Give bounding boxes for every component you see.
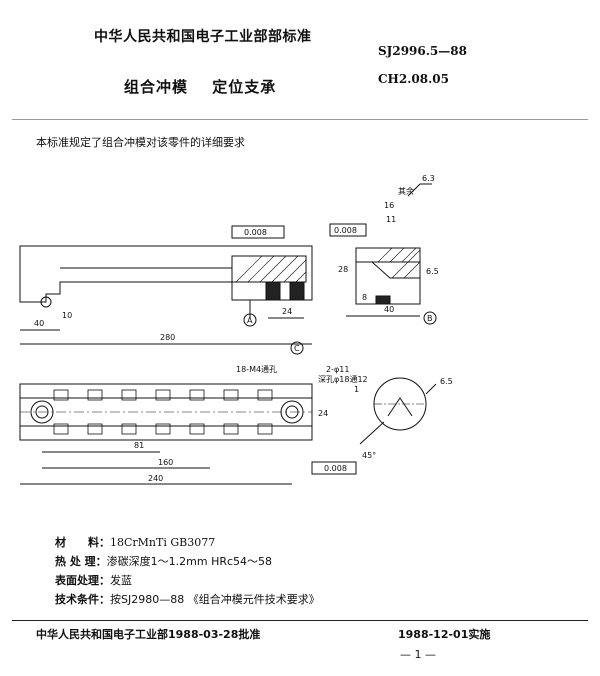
spec-value: 渗碳深度1～1.2mm HRc54～58 xyxy=(106,555,273,568)
spec-row-technical-conditions: 技术条件：按SJ2980—88 《组合冲模元件技术要求》 xyxy=(55,590,320,609)
dim-detail-6-5: 6.5 xyxy=(440,377,453,386)
spec-list: 材 料：18CrMnTi GB3077 热 处 理：渗碳深度1～1.2mm HR… xyxy=(55,533,320,609)
page-title: 组合冲模 定位支承 xyxy=(124,76,276,97)
dim-11: 11 xyxy=(386,215,396,224)
dim-side-40: 40 xyxy=(384,305,394,314)
flatness-tolerance-top: 0.008 xyxy=(324,464,347,473)
flatness-tolerance-side: 0.008 xyxy=(334,226,357,235)
dim-24: 24 xyxy=(282,307,292,316)
spec-label: 表面处理： xyxy=(55,574,110,587)
datum-a: A xyxy=(247,316,253,325)
note-counterbore: 深孔φ18通12 xyxy=(318,374,368,384)
dim-280: 280 xyxy=(160,333,175,342)
spec-label: 材 料： xyxy=(55,536,110,549)
note-m4-holes: 18-M4通孔 xyxy=(236,364,277,374)
standard-code-secondary: CH2.08.05 xyxy=(378,72,449,86)
title-part-1: 组合冲模 xyxy=(124,78,189,96)
front-view xyxy=(19,245,313,308)
dim-16: 16 xyxy=(384,201,394,210)
spec-value: 发蓝 xyxy=(110,574,132,587)
detail-view xyxy=(359,377,437,445)
spec-value: 按SJ2980—88 《组合冲模元件技术要求》 xyxy=(110,593,320,606)
dim-240: 240 xyxy=(148,474,163,483)
spec-row-material: 材 料：18CrMnTi GB3077 xyxy=(55,533,320,552)
dim-side-8: 8 xyxy=(362,293,367,302)
dim-40: 40 xyxy=(34,319,44,328)
detail-callout: 1 xyxy=(354,385,359,394)
standard-code: SJ2996.5—88 xyxy=(378,44,467,58)
dim-28: 28 xyxy=(338,265,348,274)
dim-81: 81 xyxy=(134,441,144,450)
dim-160: 160 xyxy=(158,458,173,467)
roughness-value: 6.3 xyxy=(422,174,435,183)
spec-label: 技术条件： xyxy=(55,593,110,606)
intro-text: 本标准规定了组合冲模对该零件的详细要求 xyxy=(36,136,245,149)
technical-drawing: 其余 6.3 0.008 0.008 0.008 A B C 280 40 10… xyxy=(19,174,453,485)
dim-10: 10 xyxy=(62,311,72,320)
header-divider xyxy=(12,119,588,120)
spec-row-heat-treatment: 热 处 理：渗碳深度1～1.2mm HRc54～58 xyxy=(55,552,320,571)
spec-row-surface-treatment: 表面处理：发蓝 xyxy=(55,571,320,590)
issuing-organization: 中华人民共和国电子工业部部标准 xyxy=(94,29,312,45)
spec-label: 热 处 理： xyxy=(55,555,107,568)
title-part-2: 定位支承 xyxy=(212,78,277,96)
effective-date: 1988-12-01实施 xyxy=(398,628,491,641)
dim-angle-45: 45° xyxy=(362,451,376,460)
footer-divider xyxy=(12,620,588,621)
datum-b: B xyxy=(427,314,433,323)
page-number: — 1 — xyxy=(400,648,436,661)
dim-6-5: 6.5 xyxy=(426,267,439,276)
side-view xyxy=(329,223,437,325)
dim-top-24: 24 xyxy=(318,409,328,418)
roughness-note: 其余 xyxy=(398,186,414,196)
top-view xyxy=(19,383,313,441)
spec-value: 18CrMnTi GB3077 xyxy=(110,536,216,549)
approval-line: 中华人民共和国电子工业部1988-03-28批准 xyxy=(36,628,261,641)
note-11-holes: 2-φ11 xyxy=(326,365,349,374)
datum-c: C xyxy=(294,344,300,353)
flatness-tolerance: 0.008 xyxy=(244,228,267,237)
